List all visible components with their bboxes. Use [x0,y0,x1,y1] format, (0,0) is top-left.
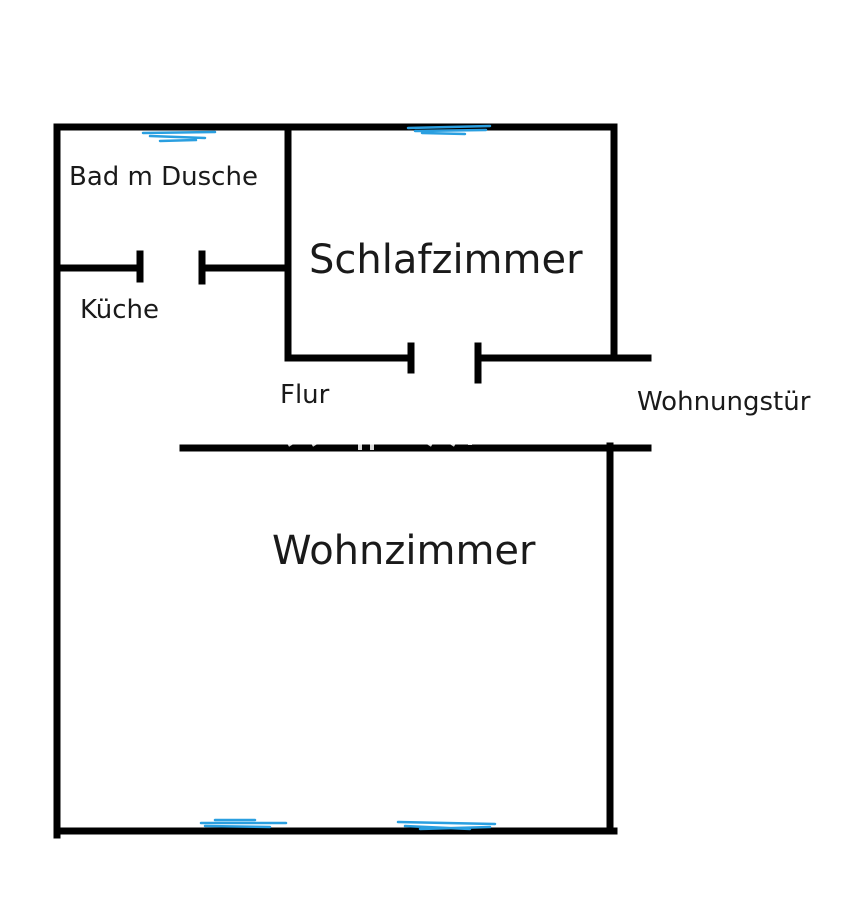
window-bath [141,130,217,143]
door-jambs [136,250,482,384]
walls [53,123,652,839]
watermark-tree-icon [444,389,508,445]
label-schlafzimmer: Schlafzimmer [309,237,583,283]
label-kueche: Küche [80,295,160,325]
label-wohnungstuer: Wohnungstür [637,387,811,417]
window-bedroom [406,124,492,136]
windows [141,124,497,831]
window-living-left [199,818,288,829]
watermark-house-icon [286,390,457,450]
label-wohnzimmer: Wohnzimmer [272,528,536,574]
window-living-right [396,820,497,831]
watermark-text: ohne-makler [244,452,575,512]
watermark-logo [286,389,508,450]
label-bad-m-dusche: Bad m Dusche [69,162,258,192]
label-flur: Flur [280,380,330,410]
